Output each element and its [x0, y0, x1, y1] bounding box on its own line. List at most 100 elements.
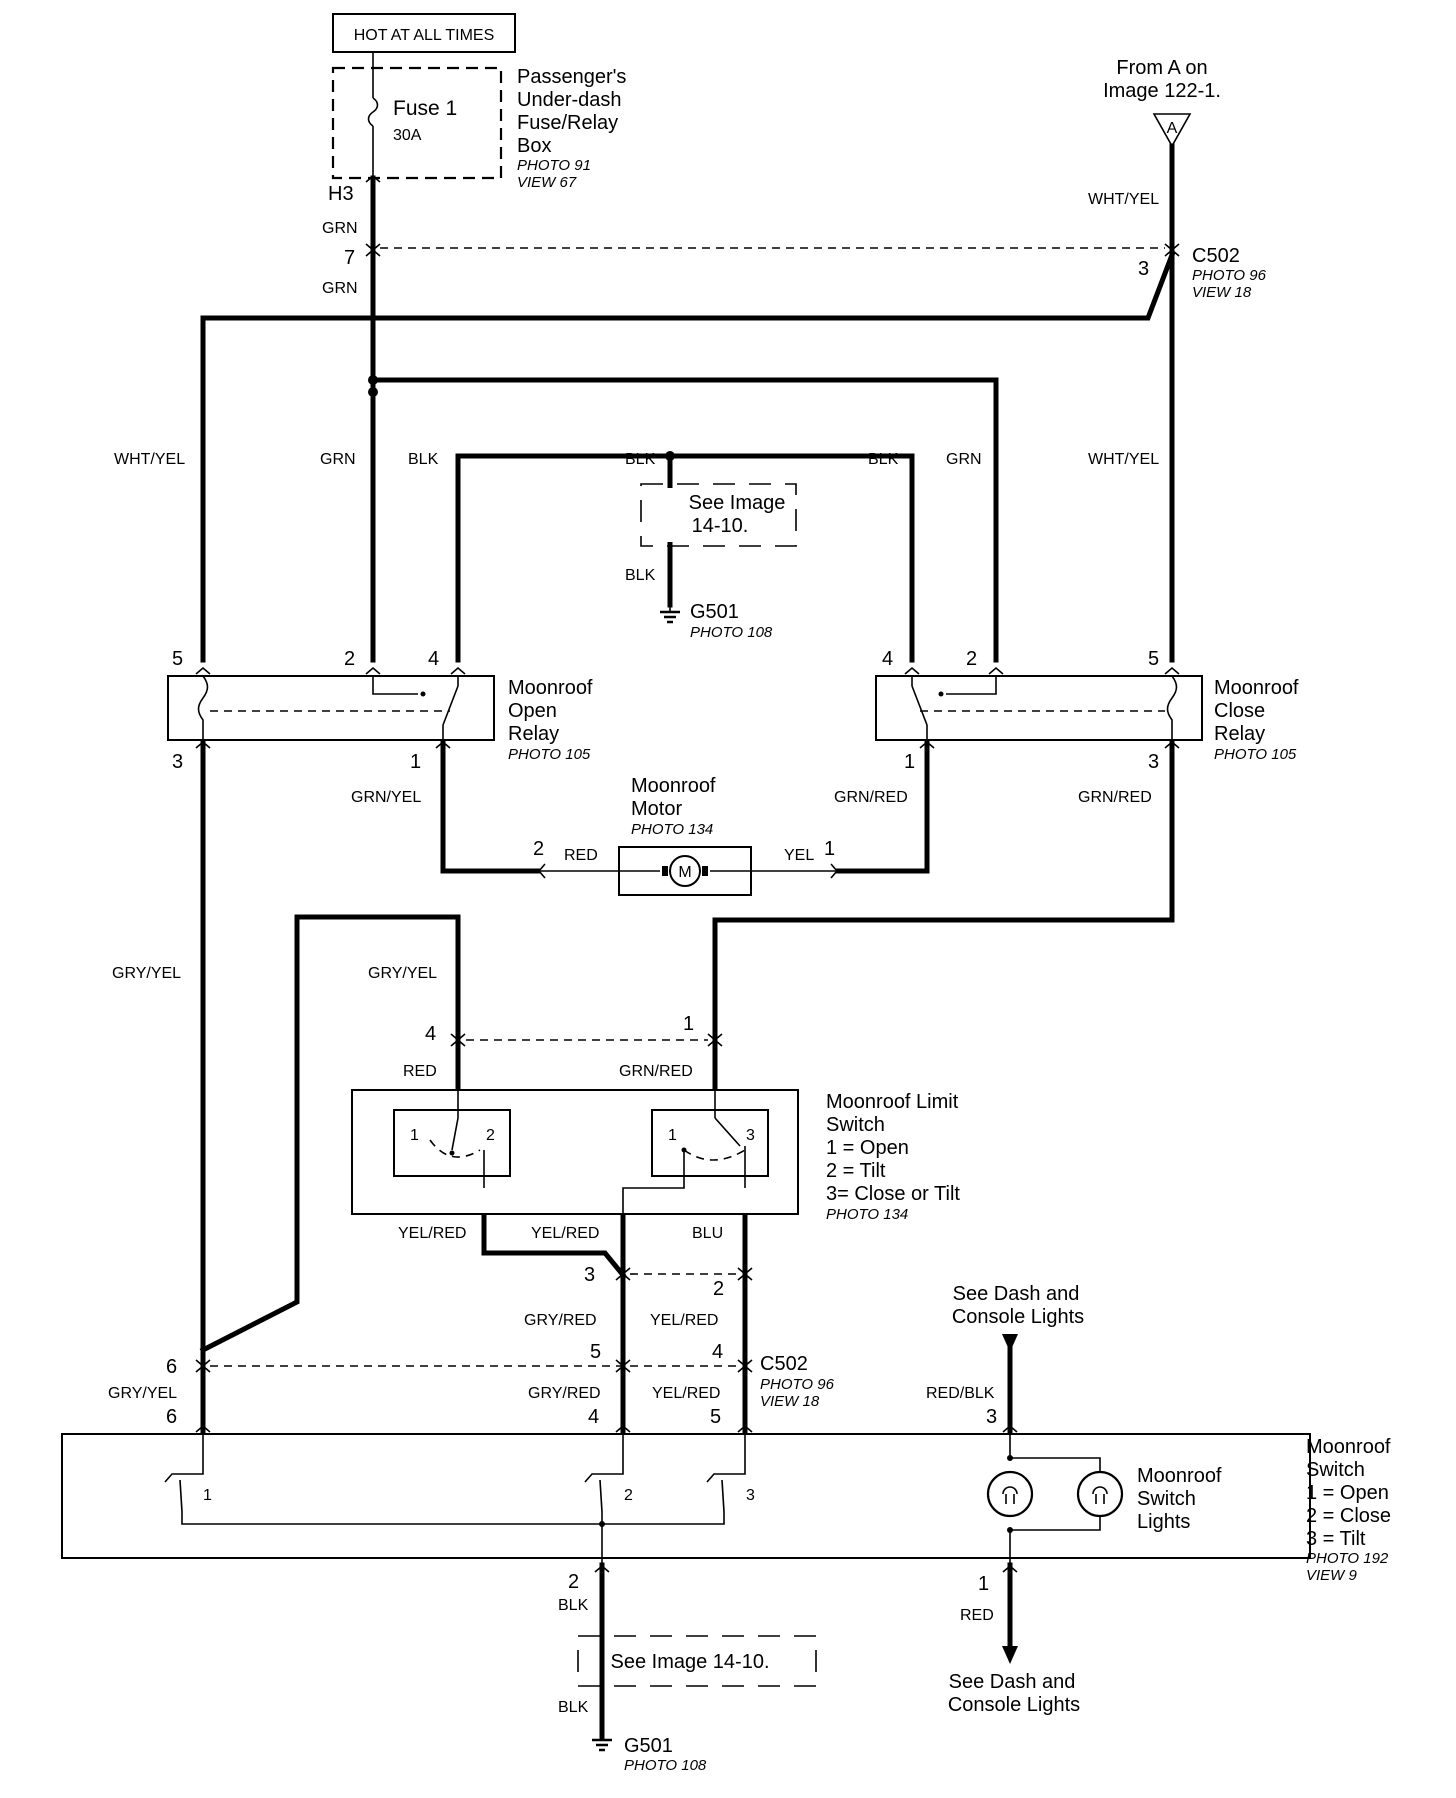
ref-marker: A	[1167, 120, 1178, 137]
motor-symbol: M	[678, 864, 691, 881]
moonroof-switch: 1 2 3 Moonroof Switch Lights	[61, 1433, 1311, 1565]
arrow-down-icon	[1002, 1334, 1018, 1352]
motor-title-2: Motor	[631, 798, 682, 820]
wire-label-blk: BLK	[868, 451, 899, 468]
motor-title-1: Moonroof	[631, 775, 716, 797]
wire-label-grn-red: GRN/RED	[1078, 789, 1152, 806]
limit-pin-2: 2	[713, 1278, 724, 1300]
switch-legend-1: 1 = Open	[1306, 1482, 1389, 1504]
c502-top-name: C502	[1192, 245, 1240, 267]
open-relay-pin-3: 3	[172, 751, 183, 773]
open-relay-pin-4: 4	[428, 648, 439, 670]
switch-contact-3: 3	[746, 1487, 755, 1504]
close-relay-pin-1: 1	[904, 751, 915, 773]
from-a-reference: From A on Image 122-1. A	[1103, 57, 1221, 148]
close-relay-pin-3: 3	[1148, 751, 1159, 773]
wire-label-blu: BLU	[692, 1225, 723, 1242]
close-relay-pin-4: 4	[882, 648, 893, 670]
open-relay-title-2: Open	[508, 700, 557, 722]
wire-label-wht-yel: WHT/YEL	[1088, 191, 1159, 208]
wire-label-yel-red: YEL/RED	[531, 1225, 599, 1242]
switch-pin-1: 1	[978, 1573, 989, 1595]
fuse-box: Fuse 1 30A Passenger's Under-dash Fuse/R…	[331, 66, 626, 191]
close-relay-title-2: Close	[1214, 700, 1265, 722]
wire-label-grn: GRN	[320, 451, 356, 468]
see-image-top: See Image 14-10.	[640, 483, 797, 547]
switch-pin-2: 2	[568, 1571, 579, 1593]
switch-lights-title-3: Lights	[1137, 1511, 1190, 1533]
bulb-icon	[1076, 1470, 1124, 1518]
motor-icon	[669, 855, 701, 887]
wire-label-wht-yel: WHT/YEL	[1088, 451, 1159, 468]
limit-left-contact-2: 2	[486, 1127, 495, 1144]
moonroof-close-relay: 4 2 5 1 3 Moonroof Close Relay PHOTO 105	[875, 648, 1299, 773]
c502-bottom-pin-5: 5	[590, 1341, 601, 1363]
relay-coil-icon	[1166, 675, 1178, 740]
wire-label-grn-red: GRN/RED	[834, 789, 908, 806]
moonroof-motor: M Moonroof Motor PHOTO 134 2 1	[533, 775, 838, 896]
switch-title-1: Moonroof	[1306, 1436, 1391, 1458]
moonroof-limit-switch: 1 2 1 3 Moonroof Limit Switch 1 = Open 2…	[351, 1089, 960, 1275]
switch-view: VIEW 9	[1306, 1567, 1358, 1584]
limit-pin-4: 4	[425, 1023, 436, 1045]
limit-legend-2: 2 = Tilt	[826, 1160, 886, 1182]
wire-label-yel-red: YEL/RED	[650, 1312, 718, 1329]
fuse-box-photo: PHOTO 91	[517, 157, 591, 174]
wire-label-blk: BLK	[625, 451, 656, 468]
open-relay-pin-2: 2	[344, 648, 355, 670]
wire-label-gry-red: GRY/RED	[528, 1385, 601, 1402]
ground-top-name: G501	[690, 601, 739, 623]
wire-label-blk: BLK	[558, 1699, 589, 1716]
switch-lights-title-2: Switch	[1137, 1488, 1196, 1510]
wire-label-red: RED	[564, 847, 598, 864]
ground-top-photo: PHOTO 108	[690, 624, 773, 641]
c502-top-view: VIEW 18	[1192, 284, 1252, 301]
see-image-bottom-text: See Image 14-10.	[611, 1651, 770, 1673]
limit-photo: PHOTO 134	[826, 1206, 908, 1223]
wire-label-grn: GRN	[946, 451, 982, 468]
limit-pin-1: 1	[683, 1013, 694, 1035]
fuse-rating: 30A	[393, 127, 422, 144]
switch-photo: PHOTO 192	[1306, 1550, 1389, 1567]
wires	[199, 143, 1176, 1741]
dash-ref-top-1: See Dash and	[953, 1283, 1080, 1305]
fuse-name: Fuse 1	[393, 97, 457, 120]
wire-label-gry-red: GRY/RED	[524, 1312, 597, 1329]
connector-h3: H3	[328, 183, 354, 205]
terminal-marks	[195, 174, 1180, 1573]
close-relay-pin-5: 5	[1148, 648, 1159, 670]
wire-labels: GRN GRN WHT/YEL WHT/YEL GRN BLK BLK BLK …	[108, 191, 1159, 1716]
switch-legend-2: 2 = Close	[1306, 1505, 1391, 1527]
switch-pin-6: 6	[166, 1406, 177, 1428]
wire-label-yel: YEL	[784, 847, 814, 864]
power-source-label: HOT AT ALL TIMES	[354, 27, 495, 44]
moonroof-open-relay: 5 2 4 3 1 Moonroof Open Relay PHOTO 105	[167, 648, 593, 773]
close-relay-title-3: Relay	[1214, 723, 1265, 745]
limit-left-contact-1: 1	[410, 1127, 419, 1144]
wire-label-yel-red: YEL/RED	[652, 1385, 720, 1402]
limit-legend-3: 3= Close or Tilt	[826, 1183, 960, 1205]
open-relay-title-1: Moonroof	[508, 677, 593, 699]
wire-label-grn-red: GRN/RED	[619, 1063, 693, 1080]
power-source: HOT AT ALL TIMES	[332, 13, 516, 53]
c502-bottom-view: VIEW 18	[760, 1393, 820, 1410]
wire-label-wht-yel: WHT/YEL	[114, 451, 185, 468]
wire-label-grn: GRN	[322, 280, 358, 297]
switch-lights-title-1: Moonroof	[1137, 1465, 1222, 1487]
fuse-box-title-4: Box	[517, 135, 551, 157]
ground-bottom-photo: PHOTO 108	[624, 1757, 707, 1774]
c502-bottom-pin-6: 6	[166, 1356, 177, 1378]
open-relay-pin-1: 1	[410, 751, 421, 773]
from-ref-line-1: From A on	[1116, 57, 1207, 79]
wire-label-red: RED	[403, 1063, 437, 1080]
see-image-bottom: See Image 14-10.	[577, 1635, 817, 1687]
wire-label-grn-yel: GRN/YEL	[351, 789, 421, 806]
c502-bottom-photo: PHOTO 96	[760, 1376, 835, 1393]
c502-top-pin-3: 3	[1138, 258, 1149, 280]
wire-label-gry-yel: GRY/YEL	[108, 1385, 177, 1402]
close-relay-pin-2: 2	[966, 648, 977, 670]
close-relay-title-1: Moonroof	[1214, 677, 1299, 699]
ref-triangle-icon	[1152, 113, 1192, 148]
limit-title-1: Moonroof Limit	[826, 1091, 959, 1113]
wire-label-blk: BLK	[408, 451, 439, 468]
